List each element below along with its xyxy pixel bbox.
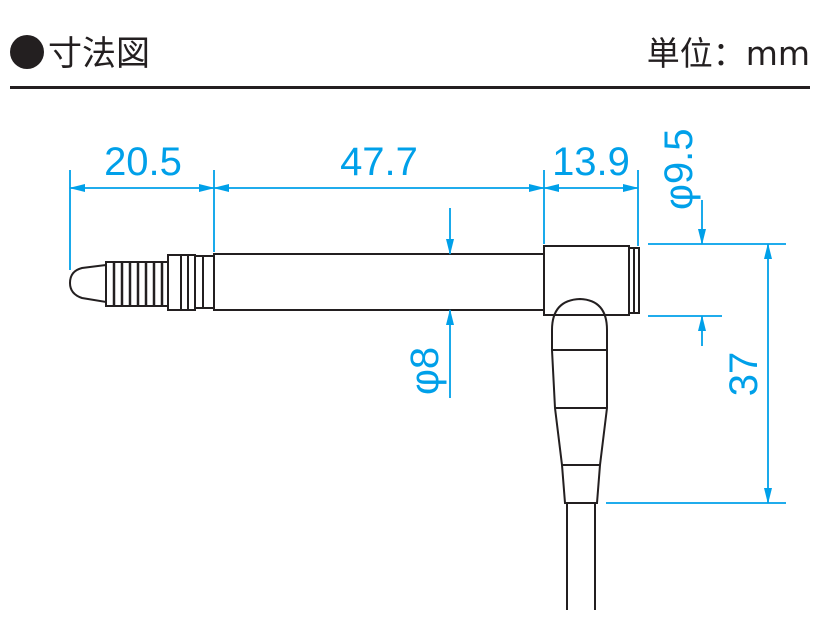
cable-elbow (551, 297, 608, 350)
unit-label: 単位：mm (646, 34, 810, 73)
title-text: 寸法図 (48, 34, 150, 74)
dim-head-length: 13.9 (552, 140, 630, 184)
dim-tip-length: 20.5 (104, 140, 182, 184)
strain-relief (550, 349, 608, 504)
head-block (543, 245, 630, 316)
dim-head-diameter: φ9.5 (657, 128, 701, 210)
thread-lines (112, 262, 164, 306)
dim-body-diameter: φ8 (403, 347, 447, 395)
main-body (213, 253, 545, 311)
dimension-lines (69, 170, 786, 504)
dim-body-length: 47.7 (340, 140, 418, 184)
dim-head-height: 37 (722, 352, 766, 397)
sensor-outline (68, 245, 640, 610)
header-rule (10, 86, 810, 89)
probe-tip (68, 263, 107, 304)
page-title: 寸法図 (10, 32, 150, 76)
collar (194, 255, 215, 309)
bullet-icon (10, 35, 44, 69)
drawing-header: 寸法図 単位：mm (10, 30, 810, 89)
